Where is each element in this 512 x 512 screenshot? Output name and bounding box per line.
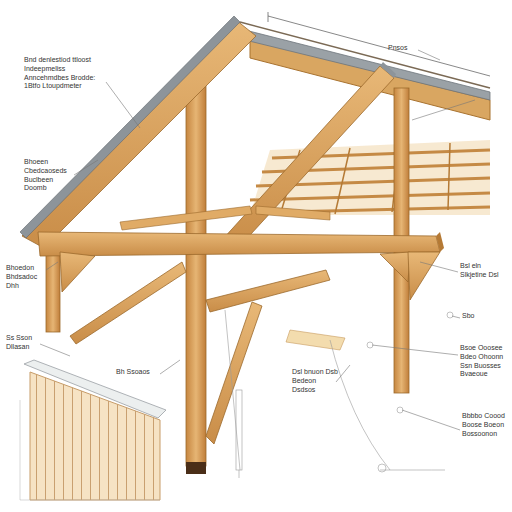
part-label: Dsl bnuon Dsb Bedeon Dsdsos xyxy=(292,368,338,394)
tie-beam xyxy=(38,232,440,256)
part-label: Pnsos xyxy=(388,44,428,53)
part-label: Bhoedon Bhdsadoc Dhh xyxy=(6,264,46,290)
part-label: Bbbbo Coood Boose Boeon Bossoonon xyxy=(462,412,506,438)
post-foot xyxy=(186,462,206,474)
rafter xyxy=(22,20,256,248)
rafter xyxy=(222,66,394,246)
leader-lines xyxy=(40,50,475,430)
part-label: Bh Ssoaos xyxy=(116,368,160,377)
part-label: Bnd denlestiod ttloost Indeepmeliss Annc… xyxy=(24,56,106,91)
part-label: Ss Sson Dllasan xyxy=(6,334,42,352)
part-label: Bsl eln Slkjetine Dsl xyxy=(460,262,506,280)
dimension-line xyxy=(268,12,490,76)
part-label: Sbo xyxy=(462,312,492,321)
sketch-lines xyxy=(225,310,453,478)
part-label: Bsoe Ooosee Bdeo Ohoonn Ssn Buosses Bvae… xyxy=(460,344,506,379)
part-label: Bhoeen Cbedcaoseds Buclbeen Doomb xyxy=(24,158,74,193)
wall-sketch xyxy=(20,360,166,500)
centre-post xyxy=(186,78,206,466)
peg-detail xyxy=(286,330,345,350)
